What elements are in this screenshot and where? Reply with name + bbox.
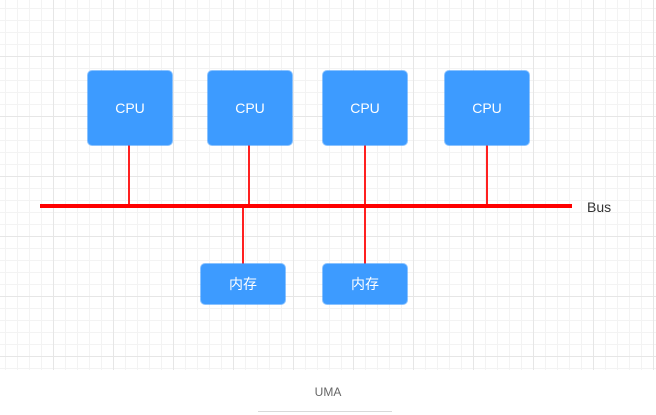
memory-connector-1 bbox=[242, 206, 244, 264]
diagram-canvas: Bus CPU CPU CPU CPU 内存 内存 bbox=[0, 0, 656, 370]
cpu-label: CPU bbox=[115, 100, 145, 116]
cpu-connector-2 bbox=[248, 145, 250, 206]
cpu-box-3: CPU bbox=[323, 71, 407, 145]
cpu-connector-4 bbox=[486, 145, 488, 206]
cpu-label: CPU bbox=[472, 100, 502, 116]
cpu-connector-3 bbox=[364, 145, 366, 206]
cpu-connector-1 bbox=[128, 145, 130, 206]
memory-connector-2 bbox=[364, 206, 366, 264]
cpu-label: CPU bbox=[350, 100, 380, 116]
cpu-box-2: CPU bbox=[208, 71, 292, 145]
memory-label: 内存 bbox=[351, 276, 379, 292]
figure-caption: UMA bbox=[314, 385, 342, 399]
memory-box-1: 内存 bbox=[201, 264, 285, 304]
memory-box-2: 内存 bbox=[323, 264, 407, 304]
bus-label: Bus bbox=[587, 199, 612, 215]
memory-label: 内存 bbox=[229, 276, 257, 292]
system-bus bbox=[40, 204, 572, 208]
cpu-label: CPU bbox=[235, 100, 265, 116]
caption-divider bbox=[258, 411, 392, 412]
cpu-box-1: CPU bbox=[88, 71, 172, 145]
cpu-box-4: CPU bbox=[445, 71, 529, 145]
